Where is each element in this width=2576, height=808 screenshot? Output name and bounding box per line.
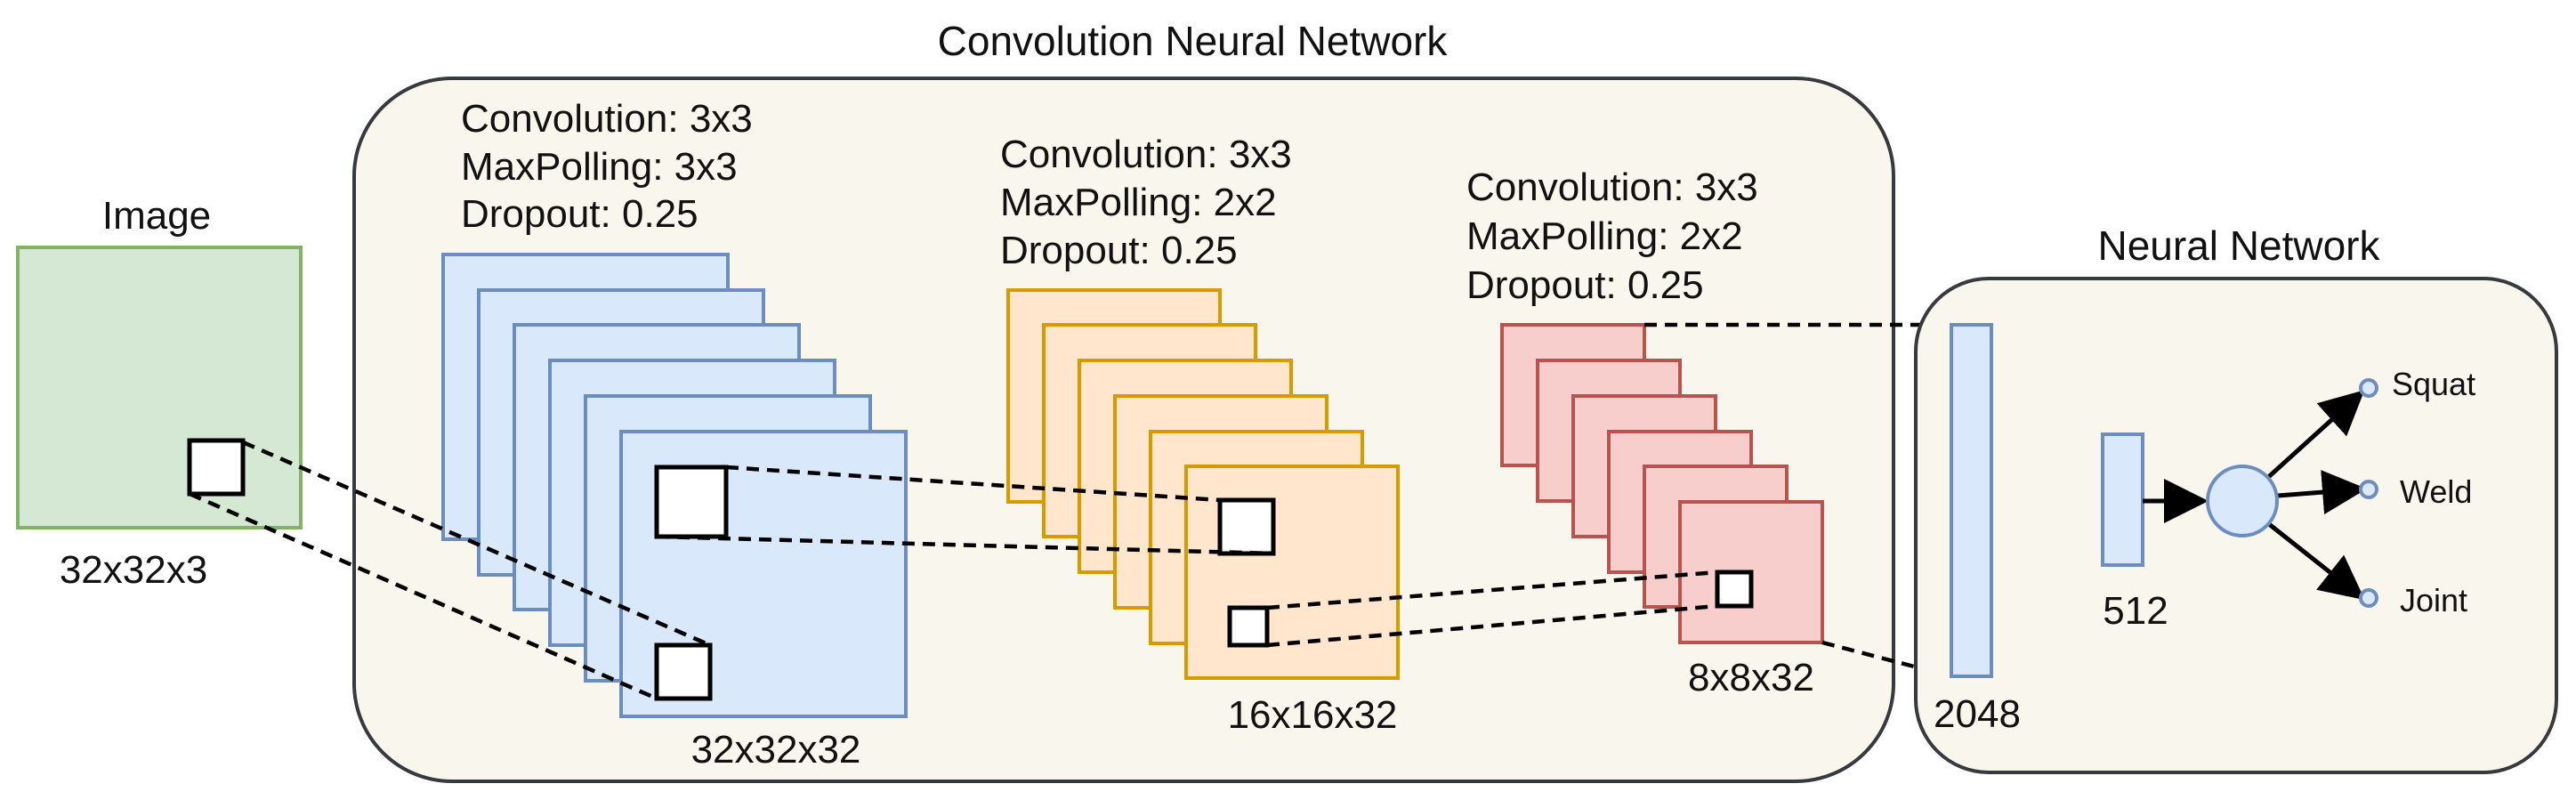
conv3-feature-maps bbox=[1500, 323, 1824, 644]
conv2-pooling-label: MaxPolling: 2x2 bbox=[1000, 181, 1277, 224]
conv2-kernel-window bbox=[1227, 605, 1270, 648]
dense-2048-label: 2048 bbox=[1934, 692, 2021, 736]
output-label-joint: Joint bbox=[2400, 582, 2467, 618]
conv2-dropout-label: Dropout: 0.25 bbox=[1000, 229, 1238, 272]
neural-network-title: Neural Network bbox=[2098, 222, 2381, 269]
conv2-to-conv3-lower bbox=[1266, 603, 1718, 648]
conv1-pooling-label: MaxPolling: 3x3 bbox=[461, 145, 738, 189]
weld-node bbox=[2359, 480, 2378, 499]
input-image bbox=[16, 246, 303, 529]
arrow-to-squat bbox=[2263, 390, 2365, 482]
output-arrows bbox=[2143, 390, 2367, 601]
conv2-convolution-label: Convolution: 3x3 bbox=[1000, 133, 1292, 176]
conv1-kernel-window bbox=[654, 465, 729, 539]
conv2-receptive-window bbox=[1217, 497, 1276, 556]
dense-layer-512 bbox=[2101, 432, 2144, 567]
squat-node bbox=[2359, 378, 2378, 398]
conv1-to-conv2-lower bbox=[656, 534, 1274, 556]
conv1-convolution-label: Convolution: 3x3 bbox=[461, 97, 753, 141]
conv1-size-label: 32x32x32 bbox=[691, 728, 861, 772]
joint-node bbox=[2359, 588, 2378, 608]
conv2-size-label: 16x16x32 bbox=[1228, 693, 1398, 737]
conv2-to-conv3-upper bbox=[1266, 570, 1718, 610]
image-to-conv1-lower bbox=[189, 491, 658, 701]
diagram-title: Convolution Neural Network bbox=[938, 18, 1449, 64]
image-to-conv1-upper bbox=[242, 440, 711, 648]
dense-layer-2048 bbox=[1950, 323, 1993, 678]
output-label-weld: Weld bbox=[2400, 473, 2472, 510]
conv1-receptive-window bbox=[654, 642, 713, 701]
conv3-size-label: 8x8x32 bbox=[1688, 656, 1814, 699]
image-label: Image bbox=[102, 194, 211, 238]
conv3-pooling-label: MaxPolling: 2x2 bbox=[1466, 214, 1743, 258]
dense-512-label: 512 bbox=[2103, 589, 2168, 633]
conv1-to-conv2-upper bbox=[725, 465, 1221, 503]
image-size-label: 32x32x3 bbox=[60, 548, 207, 592]
conv3-receptive-window bbox=[1715, 570, 1754, 609]
conv3-dropout-label: Dropout: 0.25 bbox=[1466, 263, 1704, 307]
arrow-to-joint bbox=[2263, 519, 2365, 601]
output-neuron bbox=[2206, 465, 2279, 537]
image-kernel-window bbox=[187, 438, 246, 497]
conv3-convolution-label: Convolution: 3x3 bbox=[1466, 166, 1758, 209]
conv2-feature-maps bbox=[1006, 288, 1400, 680]
arrow-to-weld bbox=[2277, 470, 2367, 515]
output-label-squat: Squat bbox=[2392, 366, 2475, 402]
conv1-dropout-label: Dropout: 0.25 bbox=[461, 192, 699, 236]
